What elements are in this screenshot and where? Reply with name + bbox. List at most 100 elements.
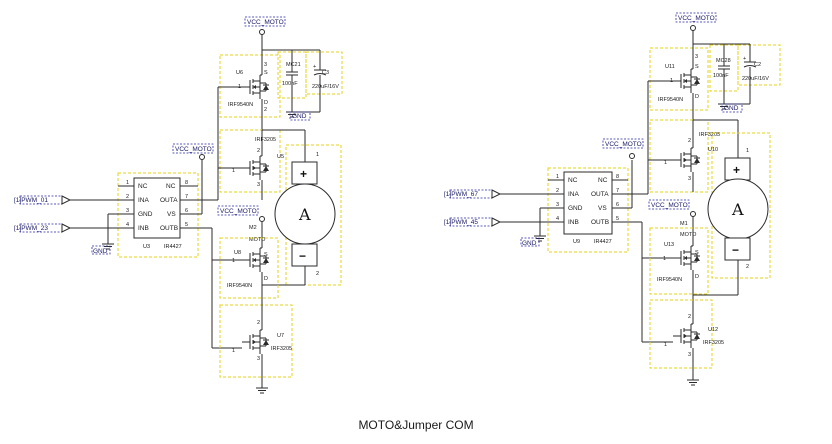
left-q-hi-b-part: IRF9540N [227,283,252,289]
left-motor-letter: A [298,205,311,224]
left-cap-big-value: 220uF/16V [312,84,339,90]
svg-text:7: 7 [616,188,619,194]
svg-text:INA: INA [138,197,150,204]
svg-text:3: 3 [688,176,691,182]
svg-text:7: 7 [185,194,188,200]
svg-text:1: 1 [126,180,129,186]
right-cap-small-ref: MC28 [716,58,731,64]
svg-text:NC: NC [598,177,608,184]
svg-text:6: 6 [616,202,619,208]
svg-text:D: D [264,276,268,282]
svg-text:1: 1 [746,148,749,154]
svg-text:1: 1 [232,348,235,354]
left-pwm-a-label: [1]PWM_01 [14,197,48,204]
left-q-hi-a-symbol [241,74,270,100]
left-q-lo-b-symbol [241,329,270,355]
right-driver-ref: U9 [573,239,580,245]
left-motor-name: MOTO [249,237,266,243]
left-cap-small-ref: MC21 [286,62,301,68]
left-vcc-mid-label: VCC_MOTO [220,208,257,215]
svg-text:S: S [695,64,699,70]
svg-text:8: 8 [616,174,619,180]
right-q-lo-a-frame [649,119,709,193]
right-driver-part: IR4427 [594,239,612,245]
svg-text:1: 1 [664,160,667,166]
svg-text:NC: NC [138,183,148,190]
svg-text:1: 1 [232,258,235,264]
right-driver-frame [547,167,629,253]
right-motor-letter: A [731,200,744,219]
left-cap-gnd-label: GND [292,113,307,120]
left-driver-part: IR4427 [164,244,182,250]
right-driver-chip [563,171,613,235]
svg-text:OUTA: OUTA [160,197,178,204]
svg-text:1: 1 [664,342,667,348]
left-pwm-b-label: [1]PWM_23 [14,225,48,232]
svg-text:D: D [695,274,699,280]
left-q-lo-b-part: IRF3205 [271,346,292,352]
svg-text:D: D [695,94,699,100]
svg-text:2: 2 [746,264,749,270]
right-vcc-top-label: VCC_MOTO [678,15,715,22]
svg-text:S: S [695,250,699,256]
left-circuit: VCC_MOTO MC21 100nF + C3 220uF/16V GND U… [14,16,343,394]
svg-text:2: 2 [688,314,691,320]
left-q-hi-b-frame [219,237,279,299]
svg-text:VS: VS [598,205,607,212]
right-circuit: VCC_MOTO MC28 100nF + C2 220uF/16V GND U… [444,12,781,386]
left-cap-big-ref: C3 [322,70,329,76]
svg-text:GND: GND [568,205,583,212]
left-q-lo-b-frame [219,304,293,378]
left-vcc-top-terminal [259,29,265,35]
svg-text:2: 2 [688,138,691,144]
svg-text:3: 3 [695,54,698,60]
svg-text:NC: NC [568,177,578,184]
svg-text:5: 5 [185,222,188,228]
right-q-lo-b-frame [649,299,713,369]
right-q-lo-a-symbol [672,147,701,173]
svg-text:2: 2 [264,107,267,113]
right-pwm-b-label: [1]PWM_45 [444,219,478,226]
svg-text:2: 2 [126,194,129,200]
svg-text:1: 1 [316,152,319,158]
right-q-lo-a-ref: U10 [708,147,718,153]
svg-text:D: D [264,100,268,106]
svg-text:VS: VS [167,211,176,218]
right-q-hi-b-part: IRF9540N [657,277,682,283]
right-cap-big-ref: C2 [754,62,761,68]
svg-text:INB: INB [568,219,579,226]
svg-text:6: 6 [185,208,188,214]
left-q-lo-a-part: IRF3205 [255,137,276,143]
left-q-hi-a-frame [219,54,281,118]
svg-text:OUTA: OUTA [591,191,609,198]
svg-text:1: 1 [232,168,235,174]
svg-text:2: 2 [257,320,260,326]
svg-text:4: 4 [556,216,559,222]
left-driver-ref: U3 [143,244,150,250]
right-motor-frame [711,132,771,279]
svg-text:1: 1 [556,174,559,180]
svg-text:S: S [264,70,268,76]
right-cap-small-value: 100nF [713,73,729,79]
right-q-lo-a-part: IRF3205 [699,132,720,138]
svg-text:3: 3 [264,62,267,68]
right-q-hi-a-part: IRF9540N [658,97,683,103]
left-q-hi-a-ref: U6 [236,70,243,76]
right-vcc-driver-label: VCC_MOTO [605,141,642,148]
diagram-caption: MOTO&Jumper COM [358,418,474,432]
svg-text:8: 8 [185,180,188,186]
svg-text:2: 2 [556,188,559,194]
right-driver-gnd-label: GND [522,240,537,247]
right-q-lo-b-ref: U12 [708,327,718,333]
right-cap-big-value: 220uF/16V [742,76,769,82]
svg-text:+: + [743,56,746,62]
left-driver-chip [133,177,181,239]
right-q-hi-b-frame [649,227,709,295]
svg-text:OUTB: OUTB [160,225,178,232]
svg-text:3: 3 [126,208,129,214]
right-driver-pins: NC INA GND INB 1 2 3 4 NC OUTA VS OUTB 8… [556,174,619,226]
right-q-hi-a-ref: U11 [665,64,675,70]
left-vcc-driver-label: VCC_MOTO [175,146,212,153]
svg-text:2: 2 [257,148,260,154]
